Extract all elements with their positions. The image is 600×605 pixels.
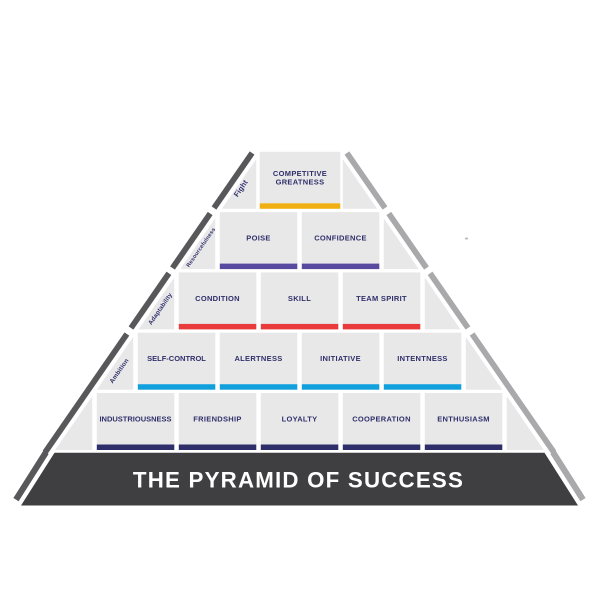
svg-text:THE PYRAMID OF SUCCESS: THE PYRAMID OF SUCCESS [133,467,464,492]
svg-text:COMPETITIVE: COMPETITIVE [273,169,327,178]
svg-text:FRIENDSHIP: FRIENDSHIP [193,414,241,423]
svg-text:ALERTNESS: ALERTNESS [234,354,282,363]
svg-text:COOPERATION: COOPERATION [352,414,411,423]
svg-text:SKILL: SKILL [288,294,311,303]
svg-text:INITIATIVE: INITIATIVE [320,354,361,363]
svg-text:INDUSTRIOUSNESS: INDUSTRIOUSNESS [99,414,171,423]
svg-text:CONDITION: CONDITION [195,294,240,303]
svg-text:ENTHUSIASM: ENTHUSIASM [437,414,490,423]
svg-text:LOYALTY: LOYALTY [282,414,318,423]
svg-text:TEAM SPIRIT: TEAM SPIRIT [356,294,407,303]
svg-text:GREATNESS: GREATNESS [276,177,325,186]
svg-text:POISE: POISE [246,234,270,243]
svg-text:INTENTNESS: INTENTNESS [397,354,448,363]
svg-text:SELF-CONTROL: SELF-CONTROL [147,354,206,363]
svg-text:CONFIDENCE: CONFIDENCE [314,234,367,243]
